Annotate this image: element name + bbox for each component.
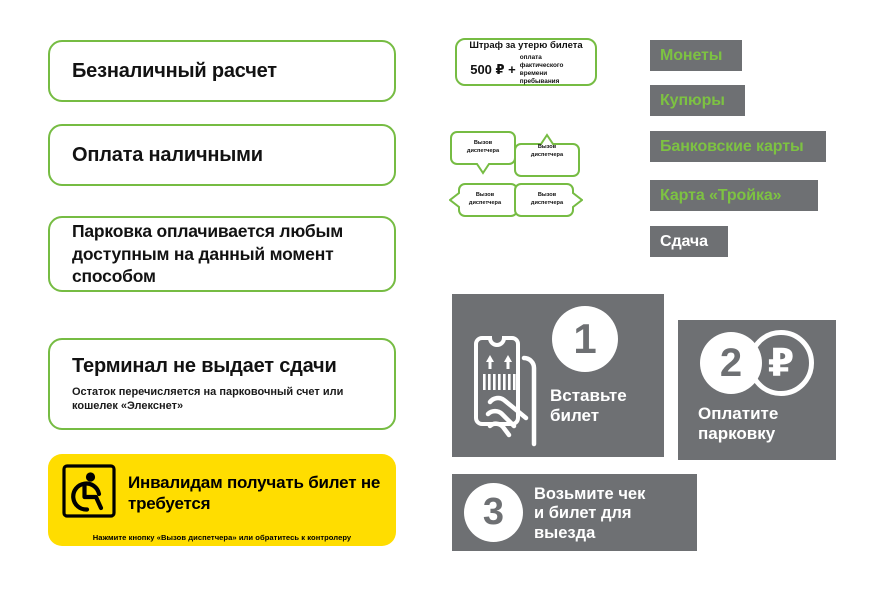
bubble-label-line2: диспетчера — [530, 200, 564, 206]
accessibility-heading: Инвалидам получать билет не требуется — [128, 473, 381, 513]
card-subtitle: Остаток перечисляется на парковочный сче… — [72, 385, 344, 413]
card-cashless-payment: Безналичный расчет — [48, 40, 396, 102]
note-prefix: Нажмите кнопку — [92, 533, 157, 542]
step-3-text: Возьмите чек и билет для выезда — [534, 485, 645, 543]
step-number-1: 1 — [552, 306, 618, 372]
card-title: Парковка оплачивается любым доступным на… — [72, 220, 343, 287]
bubble-label-line1: Вызов — [537, 144, 557, 151]
step-1-text: Вставьте билет — [550, 386, 627, 426]
payment-chip-troika-card[interactable]: Карта «Тройка» — [650, 180, 818, 211]
dispatcher-bubble-label: Вызов диспетчера — [519, 183, 575, 217]
dispatcher-bubble-tail-left[interactable]: Вызов диспетчера — [449, 183, 518, 217]
chip-label: Банковские карты — [660, 137, 804, 155]
step-panel-1-insert-ticket: 1 Вставьте билет — [452, 294, 664, 457]
payment-chip-banknotes[interactable]: Купюры — [650, 85, 745, 116]
step-panel-3-take-receipt: 3 Возьмите чек и билет для выезда — [452, 474, 697, 551]
chip-label: Сдача — [660, 232, 708, 250]
bubble-label-line1: Вызов — [473, 140, 493, 147]
bubble-label-line2: диспетчера — [530, 152, 564, 158]
step-3-line1: Возьмите чек — [534, 485, 646, 503]
fine-amount: 500 ₽ + — [470, 61, 516, 77]
card-cash-payment: Оплата наличными — [48, 124, 396, 186]
wheelchair-icon — [62, 464, 116, 523]
fine-extra-note: оплата фактического времени пребывания — [519, 53, 564, 85]
chip-label: Купюры — [660, 91, 725, 109]
step-2-text: Оплатите парковку — [698, 404, 778, 444]
step-panel-2-pay-parking: ₽ 2 Оплатите парковку — [678, 320, 836, 460]
step-number-2: 2 — [700, 332, 762, 394]
card-terminal-no-change: Терминал не выдает сдачи Остаток перечис… — [48, 338, 396, 430]
card-title: Безналичный расчет — [72, 59, 277, 82]
chip-label: Карта «Тройка» — [660, 186, 782, 204]
fine-title: Штраф за утерю билета — [469, 39, 583, 51]
card-title: Терминал не выдает сдачи — [72, 355, 337, 378]
step-2-line1: Оплатите — [698, 404, 779, 423]
accessibility-notice: Инвалидам получать билет не требуется На… — [48, 454, 396, 546]
payment-chip-bank-cards[interactable]: Банковские карты — [650, 131, 826, 162]
note-bold: «Вызов диспетчера» — [156, 533, 237, 542]
payment-chip-coins[interactable]: Монеты — [650, 40, 742, 71]
dispatcher-bubble-tail-down[interactable]: Вызов диспетчера — [450, 131, 516, 175]
dispatcher-bubble-tail-right[interactable]: Вызов диспетчера — [514, 183, 583, 217]
bubble-label-line1: Вызов — [537, 192, 557, 199]
payment-chip-change[interactable]: Сдача — [650, 226, 728, 257]
lost-ticket-fine-box: Штраф за утерю билета 500 ₽ + оплата фак… — [455, 38, 597, 86]
chip-label: Монеты — [660, 46, 723, 64]
accessibility-note: Нажмите кнопку «Вызов диспетчера» или об… — [62, 533, 382, 542]
bubble-label-line2: диспетчера — [468, 200, 502, 206]
hand-holding-ticket-icon — [466, 328, 548, 455]
dispatcher-bubble-label: Вызов диспетчера — [519, 135, 575, 169]
step-2-line2: парковку — [698, 424, 776, 444]
dispatcher-bubble-label: Вызов диспетчера — [457, 183, 513, 217]
card-any-available-method: Парковка оплачивается любым доступным на… — [48, 216, 396, 292]
step-1-line2: билет — [550, 406, 600, 426]
dispatcher-bubble-tail-up[interactable]: Вызов диспетчера — [514, 133, 580, 177]
dispatcher-bubble-label: Вызов диспетчера — [455, 131, 511, 165]
card-title: Оплата наличными — [72, 143, 263, 166]
step-1-line1: Вставьте — [550, 386, 627, 405]
step-3-line3: выезда — [534, 523, 596, 542]
note-suffix: или обратитесь к контролеру — [236, 533, 352, 542]
bubble-label-line1: Вызов — [475, 192, 495, 199]
step-3-line2: и билет для — [534, 504, 632, 523]
bubble-label-line2: диспетчера — [466, 148, 500, 154]
step-number-3: 3 — [464, 483, 523, 542]
